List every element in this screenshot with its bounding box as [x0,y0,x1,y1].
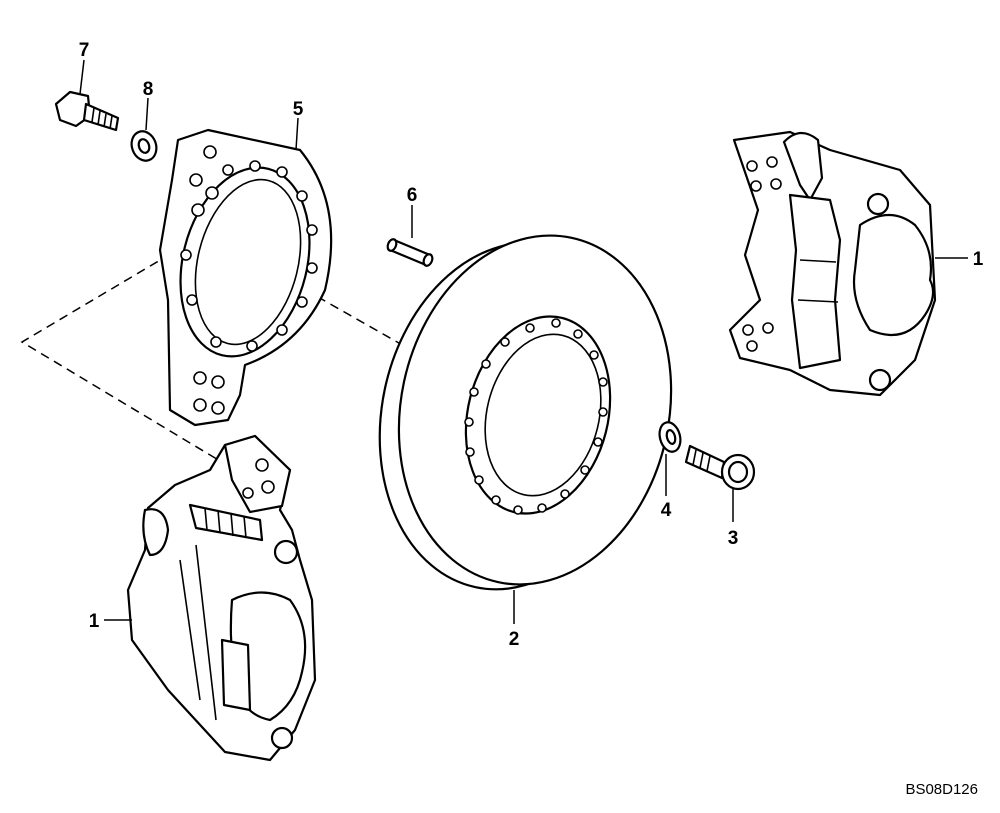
callout-6: 6 [407,185,418,206]
callout-7: 7 [79,40,90,61]
leader-5 [295,117,299,151]
disc-bolt-holes [464,318,608,515]
callout-2: 2 [509,629,520,650]
drawing-code: BS08D126 [905,781,978,798]
callout-3: 3 [728,528,739,549]
brake-disc-part-2 [378,234,673,591]
callouts: 7 8 5 6 1 1 2 4 3 [79,40,984,650]
bracket-bolt-holes [180,145,318,415]
washer-part-8 [130,130,158,162]
caliper-right-part-1 [728,130,937,397]
callout-1-left: 1 [89,611,100,632]
callout-5: 5 [293,99,304,120]
caliper-right-holes [742,156,782,352]
leader-7 [79,59,85,95]
leader-8 [145,97,149,131]
washer-part-4 [658,421,682,453]
bracket-part-5 [158,128,333,427]
callout-1-right: 1 [973,249,984,270]
caliper-left-part-1 [126,434,317,762]
bolt-part-3 [684,444,756,491]
guide-line-left [20,207,249,471]
callout-8: 8 [143,79,154,100]
leader-lines [79,59,968,624]
bolt-part-7 [54,90,120,132]
pin-part-6 [386,238,434,267]
callout-4: 4 [661,500,672,521]
